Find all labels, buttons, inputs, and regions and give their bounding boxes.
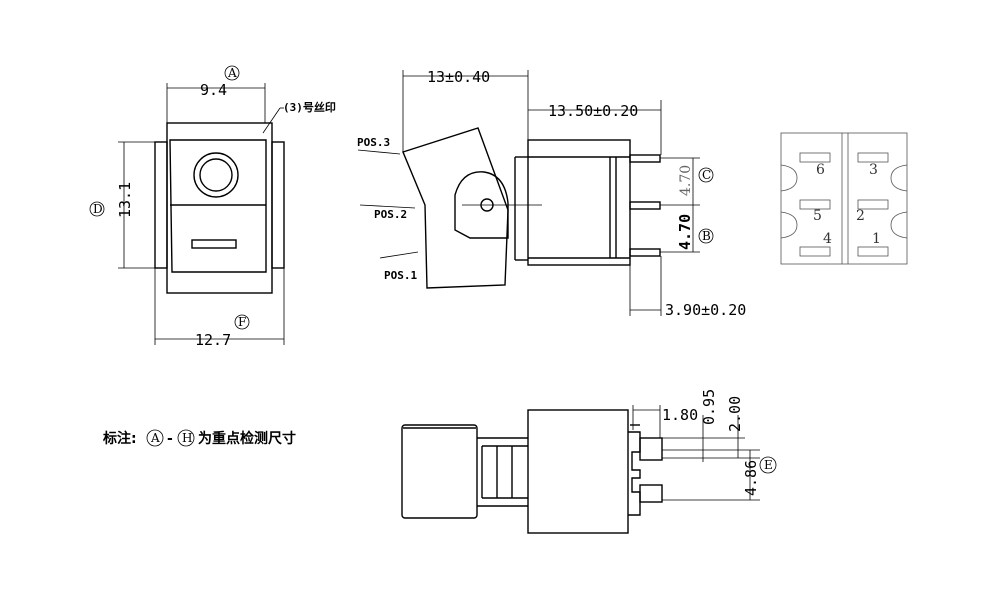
rocker-pivot	[454, 171, 509, 239]
terminal-middle	[629, 201, 661, 210]
pin-notch	[890, 211, 908, 239]
note-prefix: 标注:	[102, 430, 137, 447]
indicator-lens-outer	[193, 152, 239, 198]
circle-label-c	[698, 167, 714, 183]
front-rocker	[169, 139, 267, 273]
pin-notch	[780, 164, 798, 192]
note-label-h: H	[182, 431, 192, 445]
pin-slot	[857, 152, 889, 163]
silkscreen-note: (3)号丝印	[283, 100, 336, 114]
pos1-leader	[379, 251, 419, 259]
dim-4-70-lower: 4.70	[676, 214, 694, 250]
pos3-leader	[357, 149, 401, 155]
inspection-note: 标注: A - H 为重点检测尺寸	[102, 429, 296, 447]
rocker-actuator	[402, 127, 509, 289]
pin-number: 1	[872, 231, 881, 247]
pin-slot	[799, 246, 831, 257]
lower-actuator	[401, 424, 478, 519]
off-mark	[191, 239, 237, 249]
dim-12-7: 12.7	[195, 331, 231, 349]
dim-1-80: 1.80	[662, 406, 698, 424]
dim-4-86: 4.86	[742, 460, 760, 496]
note-dash: -	[167, 431, 173, 447]
lower-terminal-block	[628, 431, 641, 516]
dim-0-95: 0.95	[700, 389, 718, 425]
pin-notch	[890, 164, 908, 192]
front-left-flange	[154, 141, 168, 269]
label-b: B	[702, 229, 711, 243]
pin-slot	[857, 199, 889, 210]
label-c: C	[702, 168, 711, 182]
terminal-bottom	[629, 248, 661, 257]
pos2-label: POS.2	[374, 208, 407, 221]
terminal-top	[629, 154, 661, 163]
pin-slot	[799, 152, 831, 163]
pin-slot	[799, 199, 831, 210]
side-housing	[527, 139, 631, 266]
circle-label-b	[698, 228, 714, 244]
note-suffix: 为重点检测尺寸	[198, 430, 296, 447]
dim-9-4: 9.4	[200, 81, 227, 99]
note-label-a: A	[150, 431, 160, 445]
note-circle-h	[177, 429, 195, 447]
circle-label-a	[224, 65, 240, 81]
dim-4-70-upper: 4.70	[678, 165, 694, 196]
dim-3-90: 3.90±0.20	[665, 301, 746, 319]
circle-label-f	[234, 314, 250, 330]
dim-13-50: 13.50±0.20	[548, 102, 638, 120]
pin-view: 6 3 5 2 4 1	[780, 132, 908, 265]
pos1-label: POS.1	[384, 269, 417, 282]
pin-slot	[857, 246, 889, 257]
front-right-flange	[271, 141, 285, 269]
lower-terminal-bottom	[639, 484, 663, 503]
indicator-lens-inner	[199, 158, 233, 192]
pin-view-outline	[780, 132, 908, 265]
pin-number: 2	[856, 208, 865, 224]
front-view: 9.4 A (3)号丝印 13.1 D 12.7 F	[89, 65, 336, 349]
silkscreen-leader	[262, 107, 281, 134]
front-body-outline	[166, 122, 273, 294]
pin-number: 3	[869, 162, 878, 178]
dim-13-1: 13.1	[116, 182, 134, 218]
lower-view: 1.80 0.95 2.00 4.86 E	[401, 389, 777, 534]
side-view: 13±0.40 13.50±0.20 4.70 4.70 C B 3.90±0.…	[357, 68, 746, 319]
pin-number: 6	[816, 162, 825, 178]
lower-terminal-top	[639, 437, 663, 461]
lower-housing	[527, 409, 629, 534]
pin-number: 5	[813, 208, 822, 224]
dim-2-00: 2.00	[726, 396, 744, 432]
label-d: D	[93, 202, 103, 216]
label-e: E	[764, 458, 773, 472]
label-a: A	[227, 66, 237, 80]
label-f: F	[238, 315, 246, 329]
note-circle-a	[146, 429, 164, 447]
pos3-label: POS.3	[357, 136, 390, 149]
circle-label-d	[89, 201, 105, 217]
circle-label-e	[759, 456, 777, 474]
pos2-leader	[359, 204, 416, 209]
dim-13: 13±0.40	[427, 68, 490, 86]
pin-notch	[780, 211, 798, 239]
pin-number: 4	[823, 231, 832, 247]
